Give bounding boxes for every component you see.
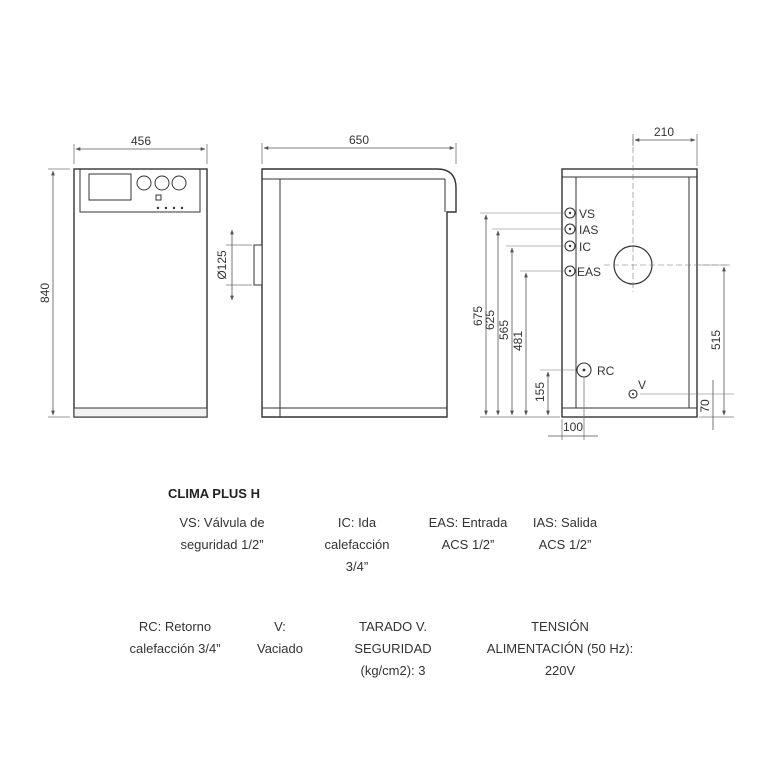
control-knob bbox=[136, 175, 152, 191]
rear-view: VS IAS IC EAS RC V 210 100 515 70 bbox=[471, 125, 734, 440]
label-eas: EAS bbox=[577, 265, 601, 279]
control-knob bbox=[154, 175, 170, 191]
legend-item-v: V: Vaciado bbox=[256, 619, 303, 656]
side-body bbox=[261, 168, 457, 418]
dim-481-label: 481 bbox=[511, 331, 525, 351]
legend-item-rc: RC: Retorno calefacción 3/4” bbox=[129, 619, 221, 656]
control-knob bbox=[171, 175, 187, 191]
legend-item-ias: IAS: Salida ACS 1/2” bbox=[532, 515, 598, 552]
control-panel bbox=[79, 169, 201, 213]
model-title: CLIMA PLUS H bbox=[168, 486, 260, 501]
dim-width-label: 456 bbox=[131, 134, 151, 148]
label-vs: VS bbox=[579, 207, 595, 221]
dim-flue-label: Ø125 bbox=[215, 250, 229, 280]
side-view: Ø125 650 bbox=[215, 133, 457, 418]
label-ic: IC bbox=[579, 240, 591, 254]
front-body bbox=[73, 168, 208, 418]
display-screen bbox=[88, 173, 132, 201]
dim-right-515-label: 515 bbox=[709, 330, 723, 350]
panel-switch bbox=[155, 194, 162, 201]
dim-height-label: 840 bbox=[38, 283, 52, 303]
label-rc: RC bbox=[597, 364, 615, 378]
front-plinth bbox=[73, 407, 208, 418]
dim-bottom-label: 100 bbox=[563, 420, 583, 434]
technical-drawing: 456 840 Ø125 650 bbox=[38, 125, 734, 440]
indicator-light bbox=[180, 206, 184, 210]
dim-155-label: 155 bbox=[533, 382, 547, 402]
label-v: V bbox=[638, 378, 646, 392]
label-ias: IAS bbox=[579, 223, 598, 237]
flue-outlet bbox=[253, 244, 263, 286]
dim-right-70-label: 70 bbox=[698, 399, 712, 413]
front-view: 456 840 bbox=[38, 134, 208, 418]
legend-item-tension: TENSIÓN ALIMENTACIÓN (50 Hz): 220V bbox=[486, 619, 634, 678]
legend-item-tarado: TARADO V. SEGURIDAD (kg/cm2): 3 bbox=[354, 619, 432, 678]
legend-item-eas: EAS: Entrada ACS 1/2” bbox=[428, 515, 508, 552]
indicator-light bbox=[164, 206, 168, 210]
dim-565-label: 565 bbox=[497, 320, 511, 340]
legend-item-vs: VS: Válvula de seguridad 1/2” bbox=[179, 515, 265, 552]
dim-top-label: 210 bbox=[654, 125, 674, 139]
dim-depth-label: 650 bbox=[349, 133, 369, 147]
dim-675-label: 675 bbox=[471, 306, 485, 326]
indicator-light bbox=[172, 206, 176, 210]
dim-625-label: 625 bbox=[483, 310, 497, 330]
indicator-light bbox=[156, 206, 160, 210]
legend-item-ic: IC: Ida calefacción 3/4” bbox=[324, 515, 390, 574]
